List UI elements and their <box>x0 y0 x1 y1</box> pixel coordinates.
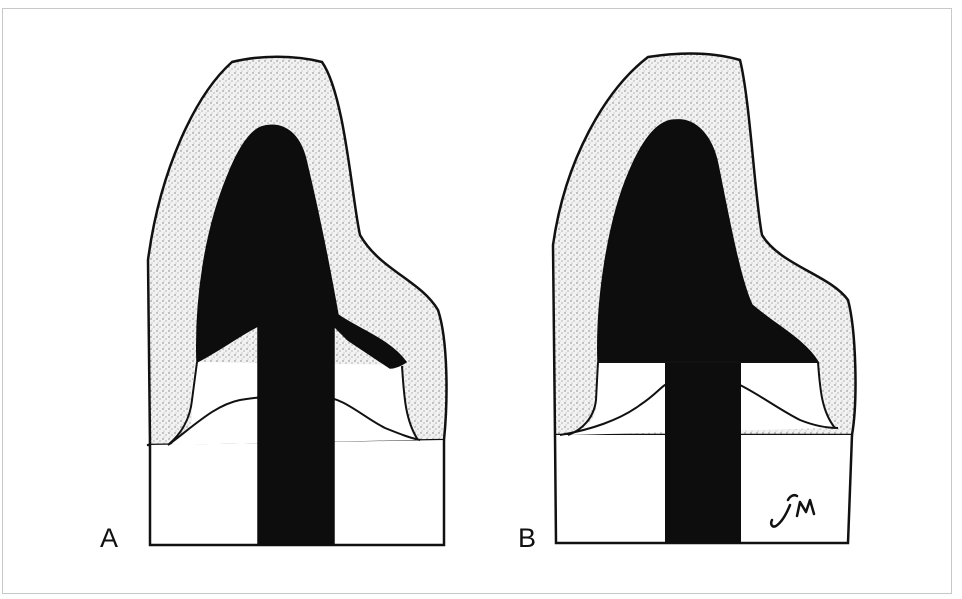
core-post-b <box>665 355 741 543</box>
panel-a <box>148 57 446 545</box>
panel-label-b: B <box>518 525 536 552</box>
panel-label-a: A <box>100 525 118 552</box>
panel-b <box>553 54 855 543</box>
